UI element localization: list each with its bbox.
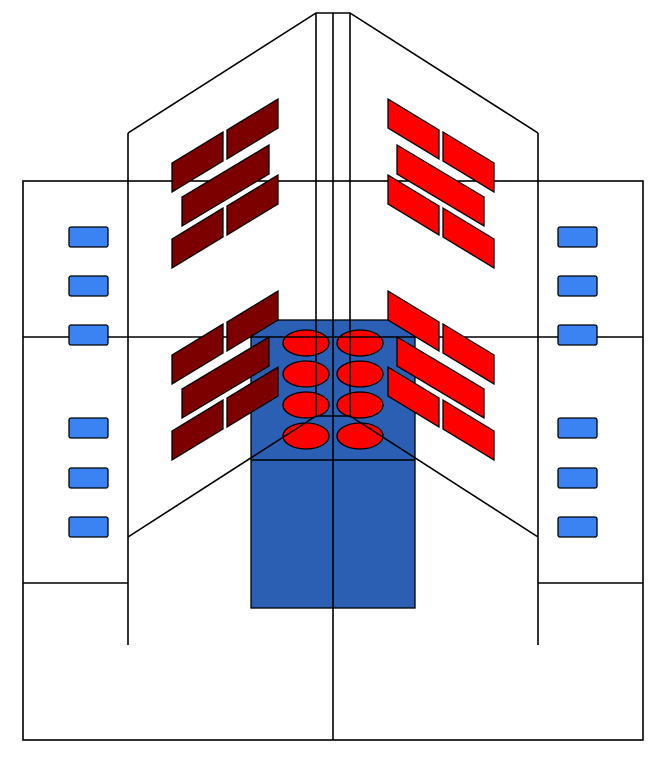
blue-marker — [68, 516, 109, 538]
blue-marker — [557, 226, 598, 248]
blue-marker — [557, 417, 598, 439]
blue-marker — [68, 275, 109, 297]
left-bar-groups — [171, 97, 279, 462]
red-bar — [387, 173, 440, 237]
right-bar-groups — [387, 97, 495, 462]
dark-red-bar — [226, 289, 279, 353]
red-ellipse — [282, 329, 330, 357]
dark-red-bar — [171, 130, 224, 194]
blue-marker — [68, 226, 109, 248]
dark-red-bar — [171, 206, 224, 270]
red-bar — [387, 289, 440, 353]
red-ellipse — [282, 422, 330, 450]
blue-marker — [557, 516, 598, 538]
dark-red-bar — [226, 173, 279, 237]
blue-marker — [68, 324, 109, 346]
dark-red-bar — [171, 322, 224, 386]
blue-marker — [557, 467, 598, 489]
red-bar — [442, 206, 495, 270]
blue-marker — [557, 275, 598, 297]
dark-red-bar — [181, 143, 270, 228]
red-ellipse — [336, 391, 384, 419]
blue-marker — [557, 324, 598, 346]
red-ellipse — [282, 360, 330, 388]
side-markers — [68, 226, 598, 538]
red-bar — [387, 365, 440, 429]
red-bar — [396, 335, 485, 420]
red-bar — [442, 322, 495, 386]
red-bar — [442, 130, 495, 194]
dark-red-bar — [226, 97, 279, 161]
red-ellipse — [336, 360, 384, 388]
dark-red-bar — [171, 398, 224, 462]
dark-red-bar — [181, 335, 270, 420]
red-ellipse — [282, 391, 330, 419]
blue-marker — [68, 417, 109, 439]
red-ellipse — [336, 329, 384, 357]
red-ellipse — [336, 422, 384, 450]
red-bar — [387, 97, 440, 161]
red-bar — [396, 143, 485, 228]
ellipse-grid — [282, 329, 384, 450]
dark-red-bar — [226, 365, 279, 429]
outline-lines — [22, 12, 644, 741]
red-bar — [442, 398, 495, 462]
blue-marker — [68, 467, 109, 489]
